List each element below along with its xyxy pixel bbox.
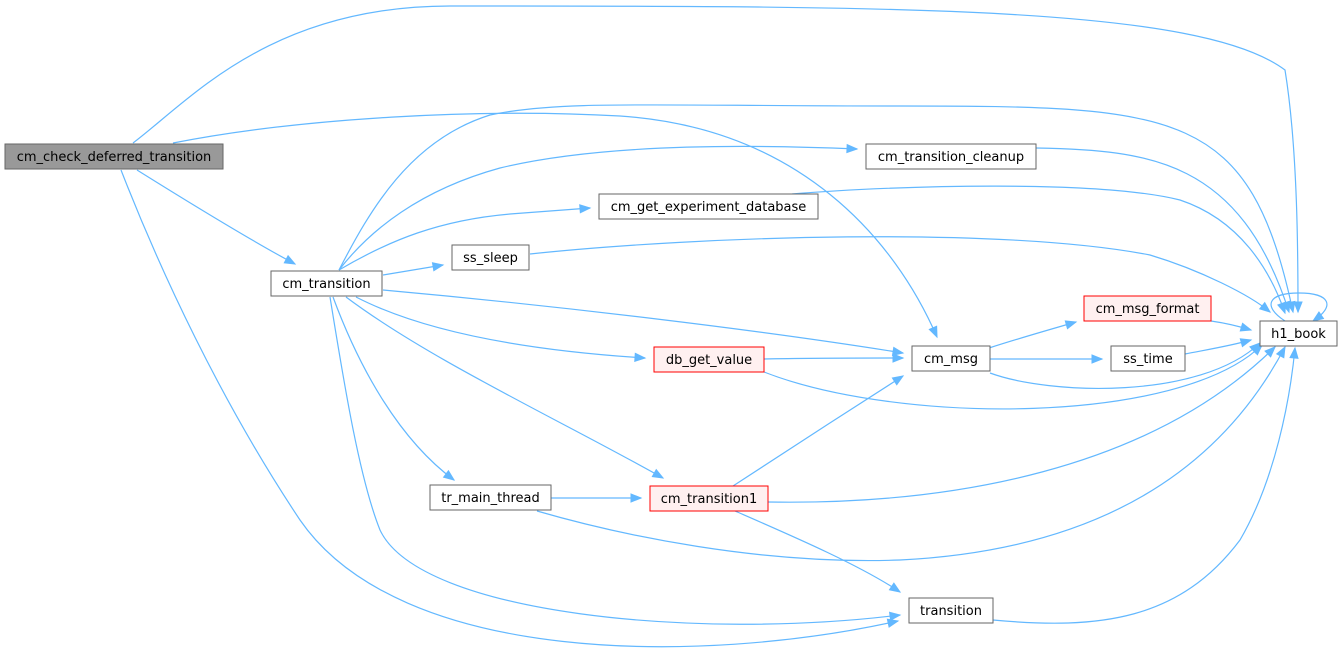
arrowhead (891, 375, 905, 386)
arrowhead (1251, 344, 1263, 356)
node-label: cm_transition_cleanup (878, 150, 1024, 165)
edge-cm-check-deferred-transition-to-cm-transition (136, 169, 297, 265)
edge-cm-transition-to-tr-main-thread (332, 296, 456, 481)
node-ss-time[interactable]: ss_time (1110, 345, 1186, 372)
node-cm-check-deferred-transition[interactable]: cm_check_deferred_transition (4, 143, 224, 170)
edge-cm-transition-cleanup-to-h1-book (1035, 147, 1291, 314)
node-cm-msg-format[interactable]: cm_msg_format (1083, 295, 1212, 322)
edge-cm-transition-to-db-get-value (355, 296, 647, 363)
edge-cm-transition-to-ss-sleep (382, 262, 445, 276)
arrowhead (1311, 311, 1325, 322)
edge-tr-main-thread-to-h1-book (536, 345, 1286, 562)
node-label: ss_time (1123, 352, 1172, 367)
arrowhead (651, 468, 665, 479)
node-label: transition (920, 604, 982, 619)
edge-cm-check-deferred-transition-to-cm-msg (172, 112, 938, 339)
arrowhead (1091, 354, 1104, 364)
arrowhead (1264, 346, 1276, 358)
edge-cm-transition1-to-h1-book (767, 346, 1276, 503)
node-cm-transition-cleanup[interactable]: cm_transition_cleanup (865, 143, 1037, 170)
arrowhead (634, 352, 647, 363)
edge-cm-transition-to-transition (329, 296, 902, 625)
arrowhead (889, 611, 902, 621)
node-tr-main-thread[interactable]: tr_main_thread (429, 484, 552, 511)
node-cm-transition1[interactable]: cm_transition1 (649, 485, 769, 512)
arrowhead (1289, 346, 1299, 359)
node-label: h1_book (1271, 327, 1326, 342)
edge-cm-transition-to-cm-msg (382, 289, 905, 357)
node-label: tr_main_thread (441, 491, 540, 506)
edge-cm-msg-to-cm-msg-format (988, 320, 1078, 349)
node-ss-sleep[interactable]: ss_sleep (451, 244, 530, 271)
arrowhead (891, 346, 905, 357)
edge-cm-transition-to-cm-transition1 (345, 296, 665, 479)
edge-ss-sleep-to-h1-book (529, 236, 1272, 313)
arrowhead (892, 353, 905, 363)
arrowhead (928, 325, 938, 339)
edge-db-get-value-to-cm-msg (763, 353, 905, 363)
node-label: cm_msg (924, 352, 978, 367)
arrowhead (886, 618, 900, 628)
node-cm-msg[interactable]: cm_msg (911, 345, 991, 372)
edge-cm-check-deferred-transition-to-h1-book (132, 5, 1303, 314)
arrowhead (1277, 301, 1286, 315)
edge-cm-get-experiment-database-to-h1-book (791, 185, 1286, 315)
node-label: cm_transition1 (661, 492, 758, 507)
node-h1-book[interactable]: h1_book (1259, 320, 1338, 347)
edge-cm-transition1-to-cm-msg (732, 375, 905, 487)
call-nodes: cm_check_deferred_transition cm_transiti… (4, 143, 1338, 624)
edge-cm-msg-to-ss-time (990, 354, 1104, 364)
arrowhead (579, 204, 592, 214)
node-cm-get-experiment-database[interactable]: cm_get_experiment_database (598, 193, 819, 220)
edge-cm-transition-to-cm-transition-cleanup (338, 143, 859, 271)
edge-ss-time-to-h1-book (1184, 338, 1253, 355)
edge-db-get-value-to-h1-book (763, 344, 1263, 410)
arrowhead (846, 143, 859, 154)
node-label: cm_transition (282, 277, 370, 292)
arrowhead (1239, 338, 1253, 348)
edge-h1-book-to-h1-book (1270, 292, 1328, 322)
edge-cm-transition-to-cm-get-experiment-database (338, 204, 592, 271)
node-label: cm_check_deferred_transition (17, 150, 212, 165)
arrowhead (1293, 301, 1303, 314)
arrowhead (442, 469, 456, 481)
call-edges (120, 5, 1328, 648)
node-label: cm_msg_format (1096, 302, 1200, 317)
arrowhead (283, 254, 297, 265)
edge-tr-main-thread-to-cm-transition1 (551, 493, 643, 503)
arrowhead (1258, 301, 1272, 313)
arrowhead (1064, 320, 1078, 330)
node-transition[interactable]: transition (908, 597, 994, 624)
arrowhead (431, 262, 445, 272)
node-label: db_get_value (666, 353, 752, 368)
node-cm-transition[interactable]: cm_transition (270, 270, 383, 297)
arrowhead (888, 582, 902, 593)
edge-transition-to-h1-book (992, 346, 1299, 624)
edge-cm-check-deferred-transition-to-transition (120, 169, 900, 648)
edge-cm-msg-format-to-h1-book (1210, 320, 1253, 332)
arrowhead (630, 493, 643, 503)
arrowhead (1239, 322, 1253, 332)
node-label: cm_get_experiment_database (611, 200, 807, 215)
node-label: ss_sleep (463, 251, 518, 266)
node-db-get-value[interactable]: db_get_value (653, 346, 765, 373)
arrowhead (1275, 345, 1286, 359)
edge-cm-transition1-to-transition (734, 510, 902, 593)
